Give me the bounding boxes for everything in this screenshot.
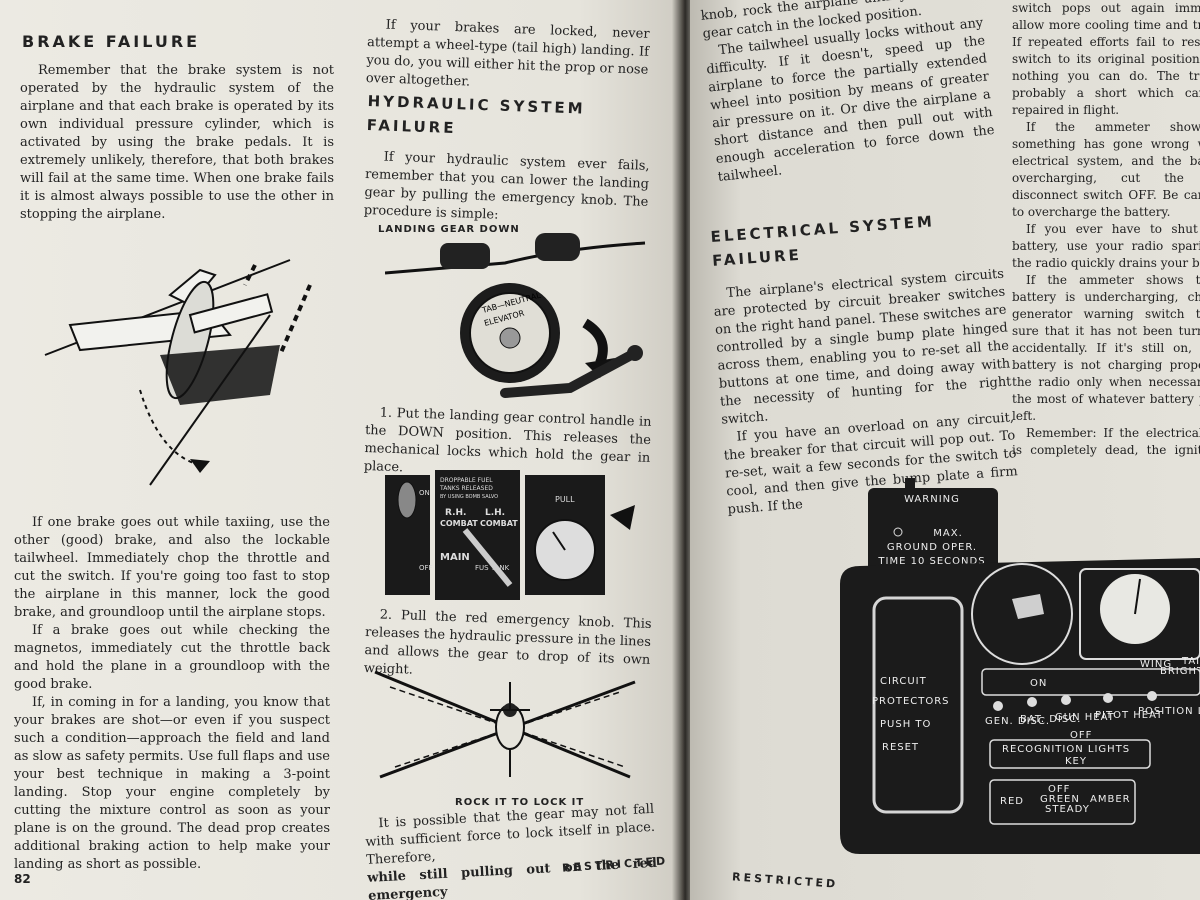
brake-paragraph-1: If one brake goes out while taxiing, use…	[14, 515, 330, 620]
restricted-footer-right: RESTRICTED	[731, 870, 839, 891]
bat-disc-label: BAT. DISC.	[1020, 714, 1081, 725]
circuit-protectors-line-3: PUSH TO	[880, 719, 931, 730]
ammeter-paragraph-1: If the ammeter shows that something has …	[1012, 120, 1200, 219]
locked-brakes-paragraph: If your brakes are locked, never attempt…	[365, 17, 650, 90]
pitot-heat-label: PITOT HEAT	[1095, 710, 1163, 721]
airplane-groundloop-illustration	[44, 259, 312, 486]
red-label: RED	[1000, 796, 1024, 807]
main-label: MAIN	[440, 552, 470, 563]
hydraulic-heading-line-2: FAILURE	[366, 115, 457, 138]
electrical-panel-illustration: WARNING MAX. GROUND OPER. TIME 10 SECOND…	[840, 478, 1200, 854]
droppable-fuel-label: DROPPABLE FUEL	[440, 477, 493, 484]
tanks-released-label: TANKS RELEASED	[439, 485, 493, 492]
hydraulic-intro-paragraph: If your hydraulic system ever fails, rem…	[363, 149, 650, 223]
warning-title: WARNING	[904, 494, 960, 505]
landing-gear-handle-illustration: TAB—NEUTRAL ELEVATOR	[385, 233, 646, 398]
on-switch-label: ON	[1030, 678, 1047, 689]
electrical-paragraph-1: The airplane's electrical system circuit…	[713, 266, 1012, 428]
hydraulic-intro-block: If your hydraulic system ever fails, rem…	[363, 148, 650, 230]
page-number: 82	[14, 872, 31, 886]
circuit-protectors-line-4: RESET	[882, 742, 919, 753]
off2-label: OFF	[1048, 784, 1070, 795]
warning-line-2: GROUND OPER.	[887, 542, 977, 553]
tailwheel-paragraph: The tailwheel usually locks without any …	[705, 15, 996, 186]
off-label: OFF	[419, 564, 433, 572]
tail-label: TAIL	[1181, 656, 1200, 667]
warning-line-1: MAX.	[933, 528, 963, 539]
key-label: KEY	[1065, 756, 1087, 767]
radio-paragraph: If you ever have to shut off the battery…	[1012, 222, 1200, 270]
brake-paragraph-3: If, in coming in for a landing, you know…	[14, 695, 330, 872]
brake-body-block: If one brake goes out while taxiing, use…	[14, 514, 330, 874]
hydraulic-heading: HYDRAULIC SYSTEM FAILURE	[367, 92, 586, 142]
gen-disc-label: GEN. DISC.	[985, 716, 1050, 727]
right-page: knob, rock the airplane until you feel t…	[690, 0, 1200, 900]
brake-intro-block: Remember that the brake system is not op…	[20, 62, 334, 224]
locked-brakes-block: If your brakes are locked, never attempt…	[365, 16, 650, 98]
landing-gear-down-caption: LANDING GEAR DOWN	[378, 224, 520, 235]
circuit-protectors-line-2: PROTECTORS	[872, 696, 950, 707]
steady-label: STEADY	[1045, 804, 1090, 815]
circuit-protectors-line-1: CIRCUIT	[880, 676, 927, 687]
off-switch-label: OFF	[1070, 730, 1092, 741]
bomb-salvo-label: BY USING BOMB SALVO	[440, 494, 498, 500]
rh-label: R.H.	[445, 508, 466, 518]
lh-label: L.H.	[485, 508, 505, 518]
recognition-lights-label: RECOGNITION LIGHTS	[1002, 744, 1130, 755]
fuel-selector-illustration: ON OFF DROPPABLE FUEL TANKS RELEASED BY …	[385, 470, 635, 600]
on-label: ON	[419, 489, 430, 497]
wing-label: WING	[1140, 659, 1172, 670]
position-lights-label: POSITION LIGHTS DIM	[1138, 706, 1200, 717]
brake-paragraph-2: If a brake goes out while checking the m…	[14, 623, 330, 692]
bright-label: BRIGHT	[1160, 666, 1200, 677]
brake-intro-paragraph: Remember that the brake system is not op…	[20, 63, 334, 222]
ammeter-paragraph-2: If the ammeter shows that the battery is…	[1012, 273, 1200, 423]
amber-label: AMBER	[1090, 794, 1131, 805]
hydraulic-heading-line-1: HYDRAULIC SYSTEM	[367, 92, 586, 118]
gun-heat-label: GUN HEAT	[1055, 712, 1115, 723]
rock-airplane-illustration	[374, 670, 636, 779]
electrical-heading: ELECTRICAL SYSTEM FAILURE	[710, 212, 937, 270]
rock-it-caption: ROCK IT TO LOCK IT	[455, 797, 585, 808]
switch-popout-paragraph: switch pops out again immediately, allow…	[1012, 1, 1200, 117]
right-column-block: switch pops out again immediately, allow…	[1012, 0, 1200, 460]
green-label: GREEN	[1040, 794, 1080, 805]
rock-continue-block: knob, rock the airplane until you feel t…	[700, 0, 997, 187]
warning-line-3: TIME 10 SECONDS	[877, 556, 985, 567]
remember-paragraph: Remember: If the electrical system is co…	[1012, 426, 1200, 457]
left-page: BRAKE FAILURE Remember that the brake sy…	[0, 0, 680, 900]
rh-combat-label: COMBAT	[440, 519, 478, 528]
pull-label: PULL	[555, 495, 575, 504]
brake-failure-heading: BRAKE FAILURE	[22, 32, 201, 51]
gear-lock-block: It is possible that the gear may not fal…	[364, 801, 658, 900]
lh-combat-label: COMBAT	[480, 519, 518, 528]
